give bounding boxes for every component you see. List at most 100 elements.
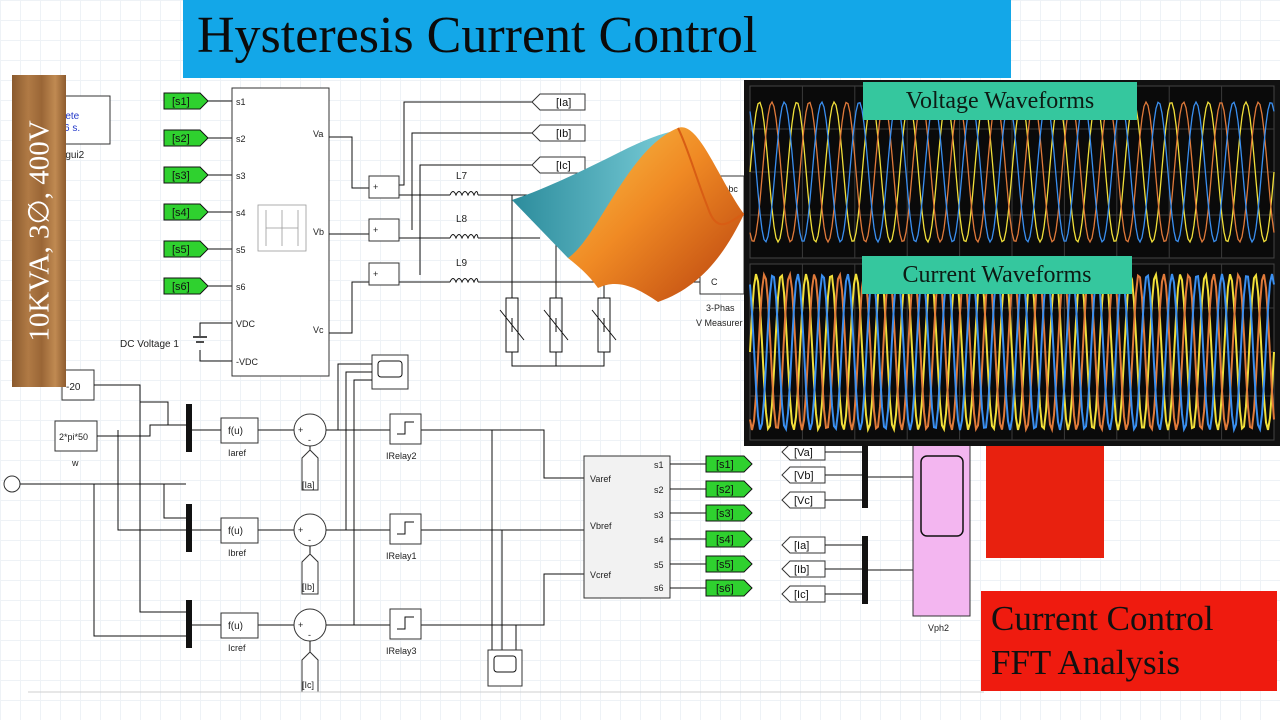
svg-text:Vc: Vc (313, 325, 324, 335)
from-s4[interactable]: [s4] (163, 203, 209, 221)
svg-text:+: + (373, 182, 378, 192)
from-ib[interactable]: [Ib] (301, 546, 319, 595)
sum-c[interactable]: +- (293, 608, 327, 642)
svg-text:[Ib]: [Ib] (794, 564, 809, 576)
page-title: Hysteresis Current Control (197, 7, 758, 64)
rlc-load-c[interactable] (591, 297, 617, 353)
constant-omega[interactable]: 2*pi*50w (54, 420, 98, 468)
rlc-load-a[interactable] (499, 297, 525, 353)
svg-text:f(u): f(u) (228, 526, 243, 537)
svg-text:IRelay2: IRelay2 (386, 451, 417, 461)
goto-ia[interactable]: [Ia] (531, 93, 586, 111)
dc-voltage-source[interactable]: DC Voltage 1 (120, 322, 232, 362)
inductor-l8[interactable]: L8 (449, 214, 479, 240)
svg-text:[s1]: [s1] (172, 96, 190, 108)
vph-from-ia[interactable]: [Ia] (781, 536, 826, 554)
inductor-l7[interactable]: L7 (449, 171, 479, 197)
vph-from-ic[interactable]: [Ic] (781, 585, 826, 603)
error-wiring (326, 363, 584, 650)
inverter-block[interactable]: s1 s2 s3 s4 s5 s6 VDC -VDC Va Vb Vc (231, 87, 330, 377)
svg-text:[Va]: [Va] (794, 447, 813, 459)
from-ic[interactable]: [Ic] (301, 641, 319, 693)
svg-text:s5: s5 (654, 560, 664, 570)
svg-text:+: + (373, 225, 378, 235)
meas-block-c[interactable]: + (368, 262, 400, 286)
powergui-line2: 6 s. (64, 123, 80, 134)
svg-text:s5: s5 (236, 245, 246, 255)
from-s5[interactable]: [s5] (163, 240, 209, 258)
relay-a[interactable]: IRelay2 (386, 413, 422, 461)
meas-block-a[interactable]: + (368, 175, 400, 199)
mux-a[interactable] (186, 404, 192, 452)
goto-ib[interactable]: [Ib] (531, 124, 586, 142)
vph-wiring (825, 451, 862, 595)
svg-text:-: - (308, 535, 311, 545)
svg-text:[Ia]: [Ia] (794, 540, 809, 552)
fcn-icref[interactable]: f(u)Icref (220, 612, 259, 653)
vph-from-ib[interactable]: [Ib] (781, 560, 826, 578)
voltage-waveforms-label: Voltage Waveforms (863, 82, 1137, 120)
svg-text:[s2]: [s2] (172, 133, 190, 145)
svg-text:Ibref: Ibref (228, 548, 247, 558)
svg-text:Vcref: Vcref (590, 570, 612, 580)
current-wave-c (749, 270, 1275, 434)
svg-text:[Ib]: [Ib] (556, 128, 571, 140)
voltage-wave-b (749, 100, 1275, 244)
vph2-scope[interactable]: Vph2 (912, 443, 971, 633)
from-s2[interactable]: [s2] (163, 129, 209, 147)
svg-text:[s5]: [s5] (716, 559, 734, 571)
fcn-ibref[interactable]: f(u) Ibref (220, 517, 259, 558)
sum-a[interactable]: +- (293, 413, 327, 447)
vph-from-vb[interactable]: [Vb] (781, 466, 826, 484)
inductor-l9[interactable]: L9 (449, 258, 479, 284)
constant-amplitude[interactable]: -20 (61, 369, 95, 401)
svg-text:s2: s2 (236, 134, 246, 144)
mux-c[interactable] (186, 600, 192, 648)
svg-text:Va: Va (313, 129, 323, 139)
fft-line1: Current Control (991, 599, 1214, 638)
from-ia[interactable]: [Ia] (301, 446, 319, 491)
mux-v[interactable] (862, 446, 868, 508)
svg-text:s6: s6 (654, 583, 664, 593)
vph-from-vc[interactable]: [Vc] (781, 491, 826, 509)
svg-text:[s6]: [s6] (172, 281, 190, 293)
vph-from-va[interactable]: [Va] (781, 443, 826, 461)
svg-text:[Ib]: [Ib] (302, 582, 315, 592)
mux-b[interactable] (186, 504, 192, 552)
goto-s1[interactable]: [s1] (705, 455, 753, 473)
svg-text:[Ia]: [Ia] (302, 480, 315, 490)
from-s3[interactable]: [s3] (163, 166, 209, 184)
svg-text:s1: s1 (236, 97, 246, 107)
svg-text:V Measurer: V Measurer (696, 318, 743, 328)
pwm-subsystem[interactable]: Varef Vbref Vcref s1 s2 s3 s4 s5 s6 (583, 455, 706, 599)
fft-analysis-box: Current Control FFT Analysis (981, 591, 1277, 691)
relay-scope[interactable] (487, 649, 523, 687)
svg-text:+: + (373, 269, 378, 279)
fcn-iaref[interactable]: f(u)Iaref (220, 417, 259, 458)
goto-s2[interactable]: [s2] (705, 480, 753, 498)
from-s6[interactable]: [s6] (163, 277, 209, 295)
relay-b[interactable]: IRelay1 (386, 513, 422, 561)
goto-s5[interactable]: [s5] (705, 555, 753, 573)
current-wave-a (749, 271, 1275, 433)
svg-text:Vph2: Vph2 (928, 623, 949, 633)
current-waveforms-label: Current Waveforms (862, 256, 1132, 294)
goto-s6[interactable]: [s6] (705, 579, 753, 597)
svg-text:s4: s4 (236, 208, 246, 218)
meas-block-b[interactable]: + (368, 218, 400, 242)
reference-wiring (93, 384, 296, 637)
error-scope[interactable] (371, 354, 409, 390)
matlab-logo (512, 127, 745, 302)
svg-text:IRelay3: IRelay3 (386, 646, 417, 656)
mux-i[interactable] (862, 536, 868, 604)
svg-text:-: - (308, 630, 311, 640)
svg-text:Vbref: Vbref (590, 521, 612, 531)
goto-ic[interactable]: [Ic] (531, 156, 586, 174)
relay-c[interactable]: IRelay3 (386, 608, 422, 656)
from-s1[interactable]: [s1] (163, 92, 209, 110)
sum-b[interactable]: +- (293, 513, 327, 547)
goto-s3[interactable]: [s3] (705, 504, 753, 522)
goto-s4[interactable]: [s4] (705, 530, 753, 548)
rlc-load-b[interactable] (543, 297, 569, 353)
